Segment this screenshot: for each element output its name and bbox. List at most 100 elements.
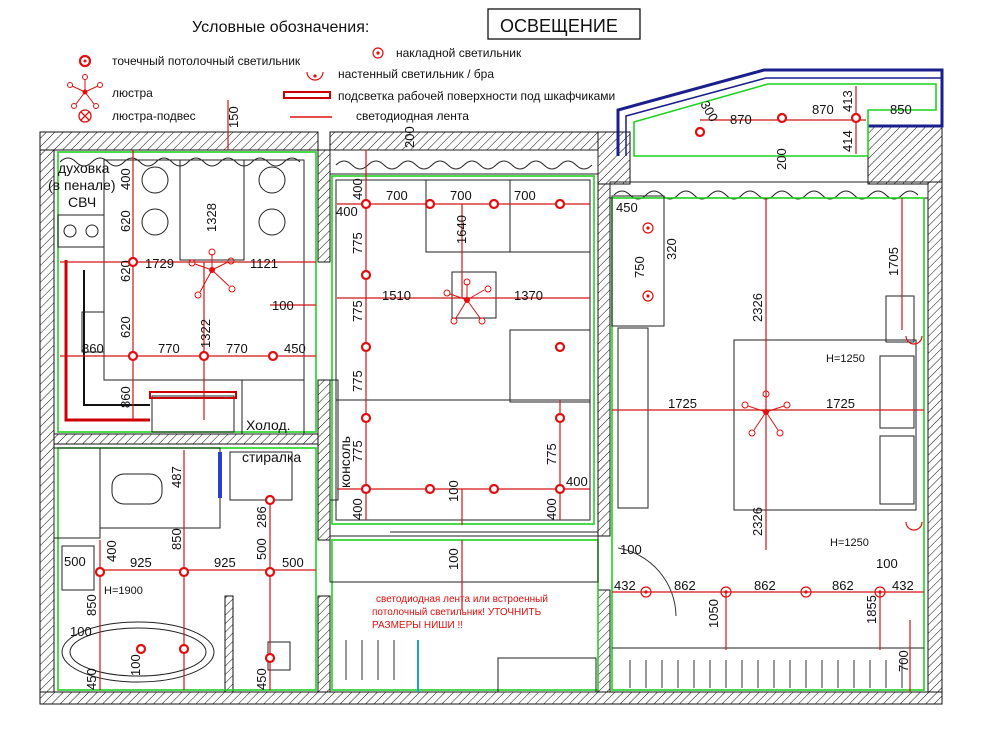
dim-text: 1050 [706, 599, 721, 628]
dim-text: 862 [832, 578, 854, 593]
living-room: консоль 200 400 700 700 700 400 1640 775… [329, 126, 595, 525]
bedroom-wall-light-top-icon [905, 335, 923, 345]
legend-surface-light: накладной светильник [396, 46, 522, 60]
dim-text: 286 [254, 506, 269, 528]
legend-pendant: люстра-подвес [112, 109, 196, 123]
dim-text: 487 [169, 466, 184, 488]
walls [39, 125, 943, 705]
dim-text: 860 [82, 341, 104, 356]
bedroom: 200 450 320 750 1705 2326 1725 1725 2326… [611, 148, 925, 692]
dim-text: 750 [632, 256, 647, 278]
dim-text: 1328 [204, 203, 219, 232]
hallway: 100 светодиодная лента или встроенный по… [329, 531, 599, 693]
console-label: консоль [337, 436, 353, 488]
dim-text: 200 [402, 126, 417, 148]
dim-text: 770 [226, 341, 248, 356]
dim-text: 850 [169, 528, 184, 550]
dim-text: 400 [336, 204, 358, 219]
living-chandelier-icon [443, 278, 492, 325]
kitchen: духовка (в пенале) СВЧ Холод. 150 400 62… [48, 100, 317, 435]
bathroom: стиралка 487 286 850 500 400 925 925 500… [53, 447, 317, 691]
bathroom-height-mark: H=1900 [104, 585, 143, 597]
dim-text: 775 [350, 370, 365, 392]
dim-text: 850 [890, 102, 912, 117]
dim-text: 432 [614, 578, 636, 593]
dim-text: 700 [386, 188, 408, 203]
dim-text: 1725 [668, 396, 697, 411]
dim-text: 200 [774, 148, 789, 170]
wall-light-legend-icon [306, 71, 324, 81]
dim-text: 1322 [198, 319, 213, 348]
dim-text: 2326 [750, 507, 765, 536]
bathroom-spots [94, 494, 276, 664]
sheet-title: ОСВЕЩЕНИЕ [500, 16, 618, 36]
dim-text: 775 [350, 232, 365, 254]
dim-text: 500 [254, 538, 269, 560]
under-cabinet-legend-icon [283, 91, 331, 99]
chandelier-legend-icon [67, 74, 103, 109]
bedroom-chandelier-icon [741, 390, 791, 437]
oven-label-line1: духовка [58, 160, 110, 176]
dim-text: 775 [350, 440, 365, 462]
bedroom-surface-lights [640, 222, 886, 598]
dim-text: 775 [350, 300, 365, 322]
dim-text: 925 [130, 555, 152, 570]
dim-text: 100 [446, 548, 461, 570]
dim-text: 400 [350, 498, 365, 520]
dim-text: 400 [544, 498, 559, 520]
dim-text: 450 [254, 668, 269, 690]
dim-text: 414 [840, 130, 855, 152]
dim-text: 1729 [145, 256, 174, 271]
bedroom-height-mark-top: H=1250 [826, 353, 865, 365]
dim-text: 400 [118, 168, 133, 190]
dim-text: 870 [730, 112, 752, 127]
dim-text: 400 [104, 540, 119, 562]
dim-text: 100 [876, 556, 898, 571]
dim-text: 320 [664, 238, 679, 260]
dim-text: 1121 [250, 256, 278, 271]
dim-text: 1370 [514, 288, 543, 303]
dim-text: 1705 [886, 247, 901, 276]
dim-text: 450 [616, 200, 638, 215]
dim-text: 620 [118, 210, 133, 232]
dim-text: 925 [214, 555, 236, 570]
dim-text: 100 [70, 624, 92, 639]
dim-text: 862 [754, 578, 776, 593]
dim-text: 862 [674, 578, 696, 593]
balcony [616, 68, 944, 157]
dim-text: 700 [514, 188, 536, 203]
dim-text: 860 [118, 386, 133, 408]
dim-text: 1855 [864, 595, 879, 624]
note-line1: светодиодная лента или встроенный [376, 594, 548, 605]
balcony-dims: 300 870 870 850 413 414 [694, 86, 912, 154]
legend-wall-light: настенный светильник / бра [338, 67, 494, 81]
bedroom-height-mark-bottom: H=1250 [830, 537, 869, 549]
legend: Условные обозначения: ОСВЕЩЕНИЕ точечный… [67, 8, 641, 123]
dim-text: 432 [892, 578, 914, 593]
dim-text: 450 [84, 668, 99, 690]
dim-text: 2326 [750, 293, 765, 322]
fridge-label: Холод. [246, 417, 291, 433]
dim-text: 870 [812, 102, 834, 117]
dim-text: 100 [446, 480, 461, 502]
legend-under-cabinet: подсветка рабочей поверхности под шкафчи… [338, 89, 615, 103]
dim-text: 850 [84, 594, 99, 616]
dim-text: 413 [840, 90, 855, 112]
dim-text: 620 [118, 260, 133, 282]
pendant-legend-icon [78, 109, 92, 123]
dim-text: 620 [118, 316, 133, 338]
dim-text: 100 [128, 654, 143, 676]
dim-text: 1640 [454, 215, 469, 244]
legend-led-strip: светодиодная лента [356, 109, 469, 123]
dim-text: 500 [64, 554, 86, 569]
dim-text: 700 [450, 188, 472, 203]
legend-title: Условные обозначения: [192, 19, 369, 36]
dim-text: 400 [350, 178, 365, 200]
dim-text: 400 [566, 474, 588, 489]
oven-label-line2: (в пенале) [48, 177, 116, 193]
kitchen-chandelier-icon [188, 248, 236, 299]
dim-text: 100 [620, 542, 642, 557]
legend-spot-ceiling: точечный потолочный светильник [112, 54, 301, 68]
sheet-title-frame [487, 8, 641, 40]
